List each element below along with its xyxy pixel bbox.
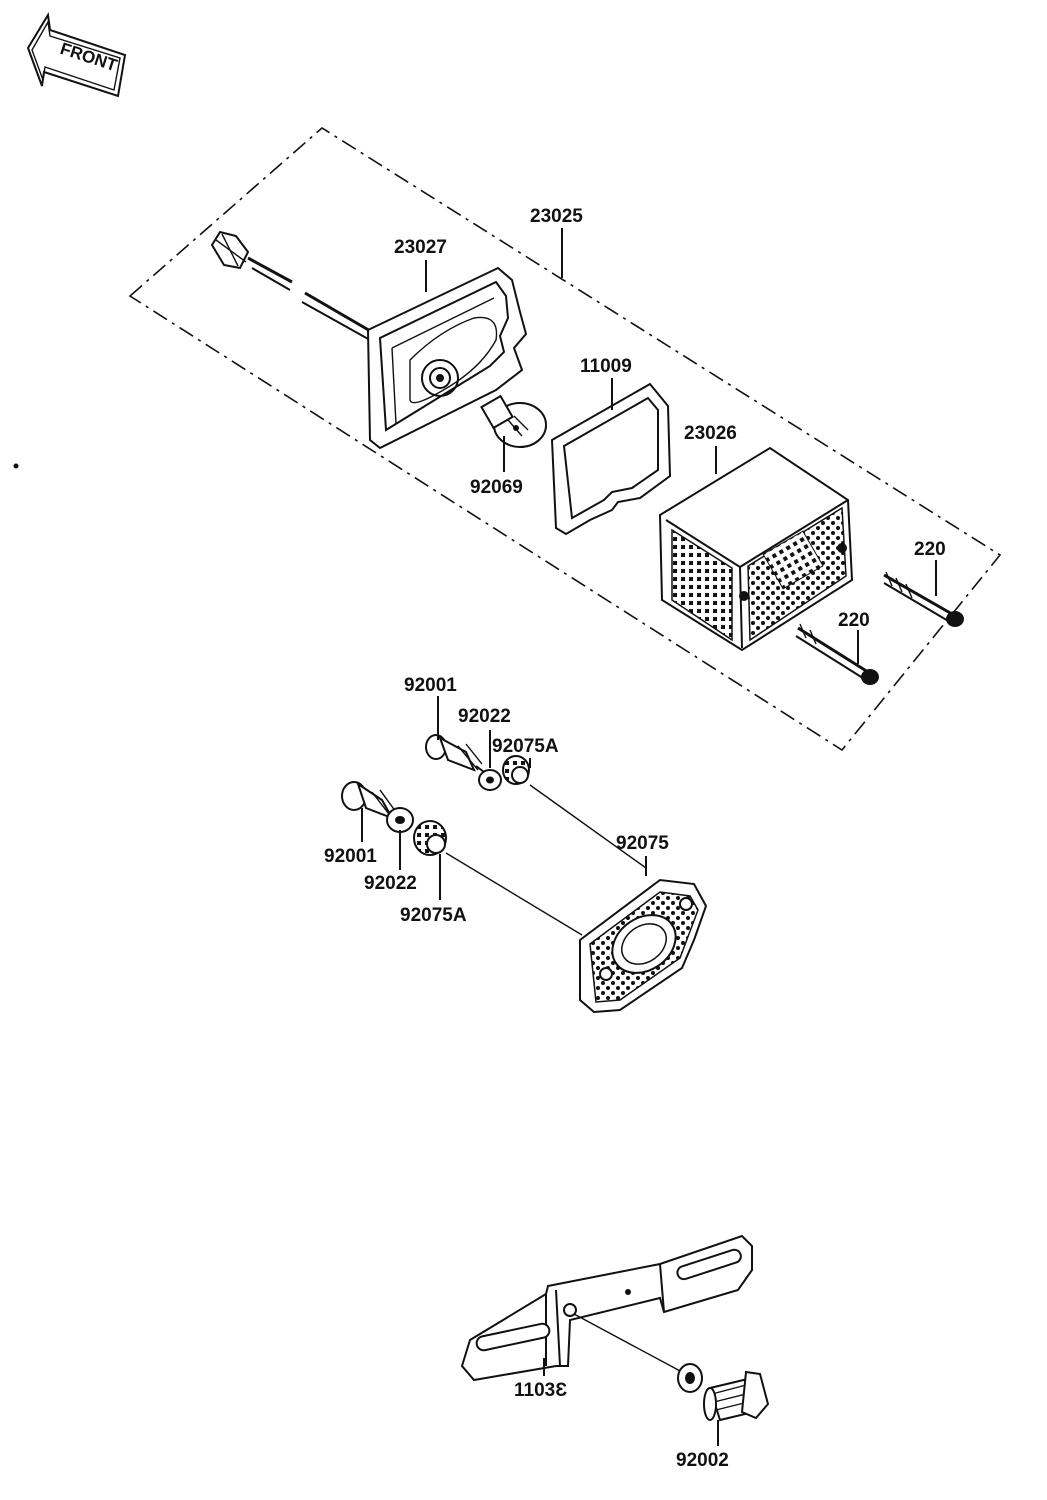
stray-mark	[13, 463, 19, 469]
assembly-boundary-23025	[128, 127, 1002, 752]
screw-220-bottom	[795, 623, 879, 685]
washer-92022-left	[386, 807, 414, 833]
wire-harness	[210, 230, 373, 341]
screw-92001-left	[341, 781, 397, 820]
label-92075: 92075	[616, 833, 669, 854]
screw-92001-top	[425, 734, 485, 773]
label-92022-top: 92022	[458, 706, 511, 727]
lens-23026	[658, 446, 854, 652]
label-220-top: 220	[914, 539, 946, 560]
label-92001-top: 92001	[404, 675, 457, 696]
label-23027: 23027	[394, 237, 447, 258]
leader-bracket-to-bolt	[573, 1313, 683, 1373]
bulb-92069	[480, 394, 547, 448]
leader-92075A-top-to-92075	[529, 784, 647, 869]
bolt-92002	[703, 1370, 770, 1422]
nut-92075A-top	[502, 755, 530, 785]
label-11009: 11009	[580, 356, 632, 377]
label-23025: 23025	[530, 206, 583, 227]
label-92022-left: 92022	[364, 873, 417, 894]
gasket-11009	[550, 382, 672, 536]
label-92075A-left: 92075A	[400, 905, 467, 926]
mounting-plate-92075	[579, 878, 708, 1014]
bracket-11038	[460, 1234, 753, 1382]
label-23026: 23026	[684, 423, 737, 444]
leader-lines	[361, 228, 937, 1446]
nut-92075A-left	[413, 820, 447, 856]
washer-92022-top	[478, 769, 502, 791]
label-92075A-top: 92075A	[492, 736, 559, 757]
label-11038: 1103Ɛ	[514, 1380, 567, 1401]
washer-92002	[677, 1363, 703, 1393]
screw-220-top	[883, 571, 964, 627]
label-92001-left: 92001	[324, 846, 377, 867]
label-220-bottom: 220	[838, 610, 870, 631]
label-92002: 92002	[676, 1450, 729, 1471]
label-92069: 92069	[470, 477, 523, 498]
front-arrow-icon: FRONT	[26, 12, 127, 98]
leader-92075A-left-to-92075	[445, 852, 583, 936]
lamp-housing-23027	[366, 266, 528, 450]
